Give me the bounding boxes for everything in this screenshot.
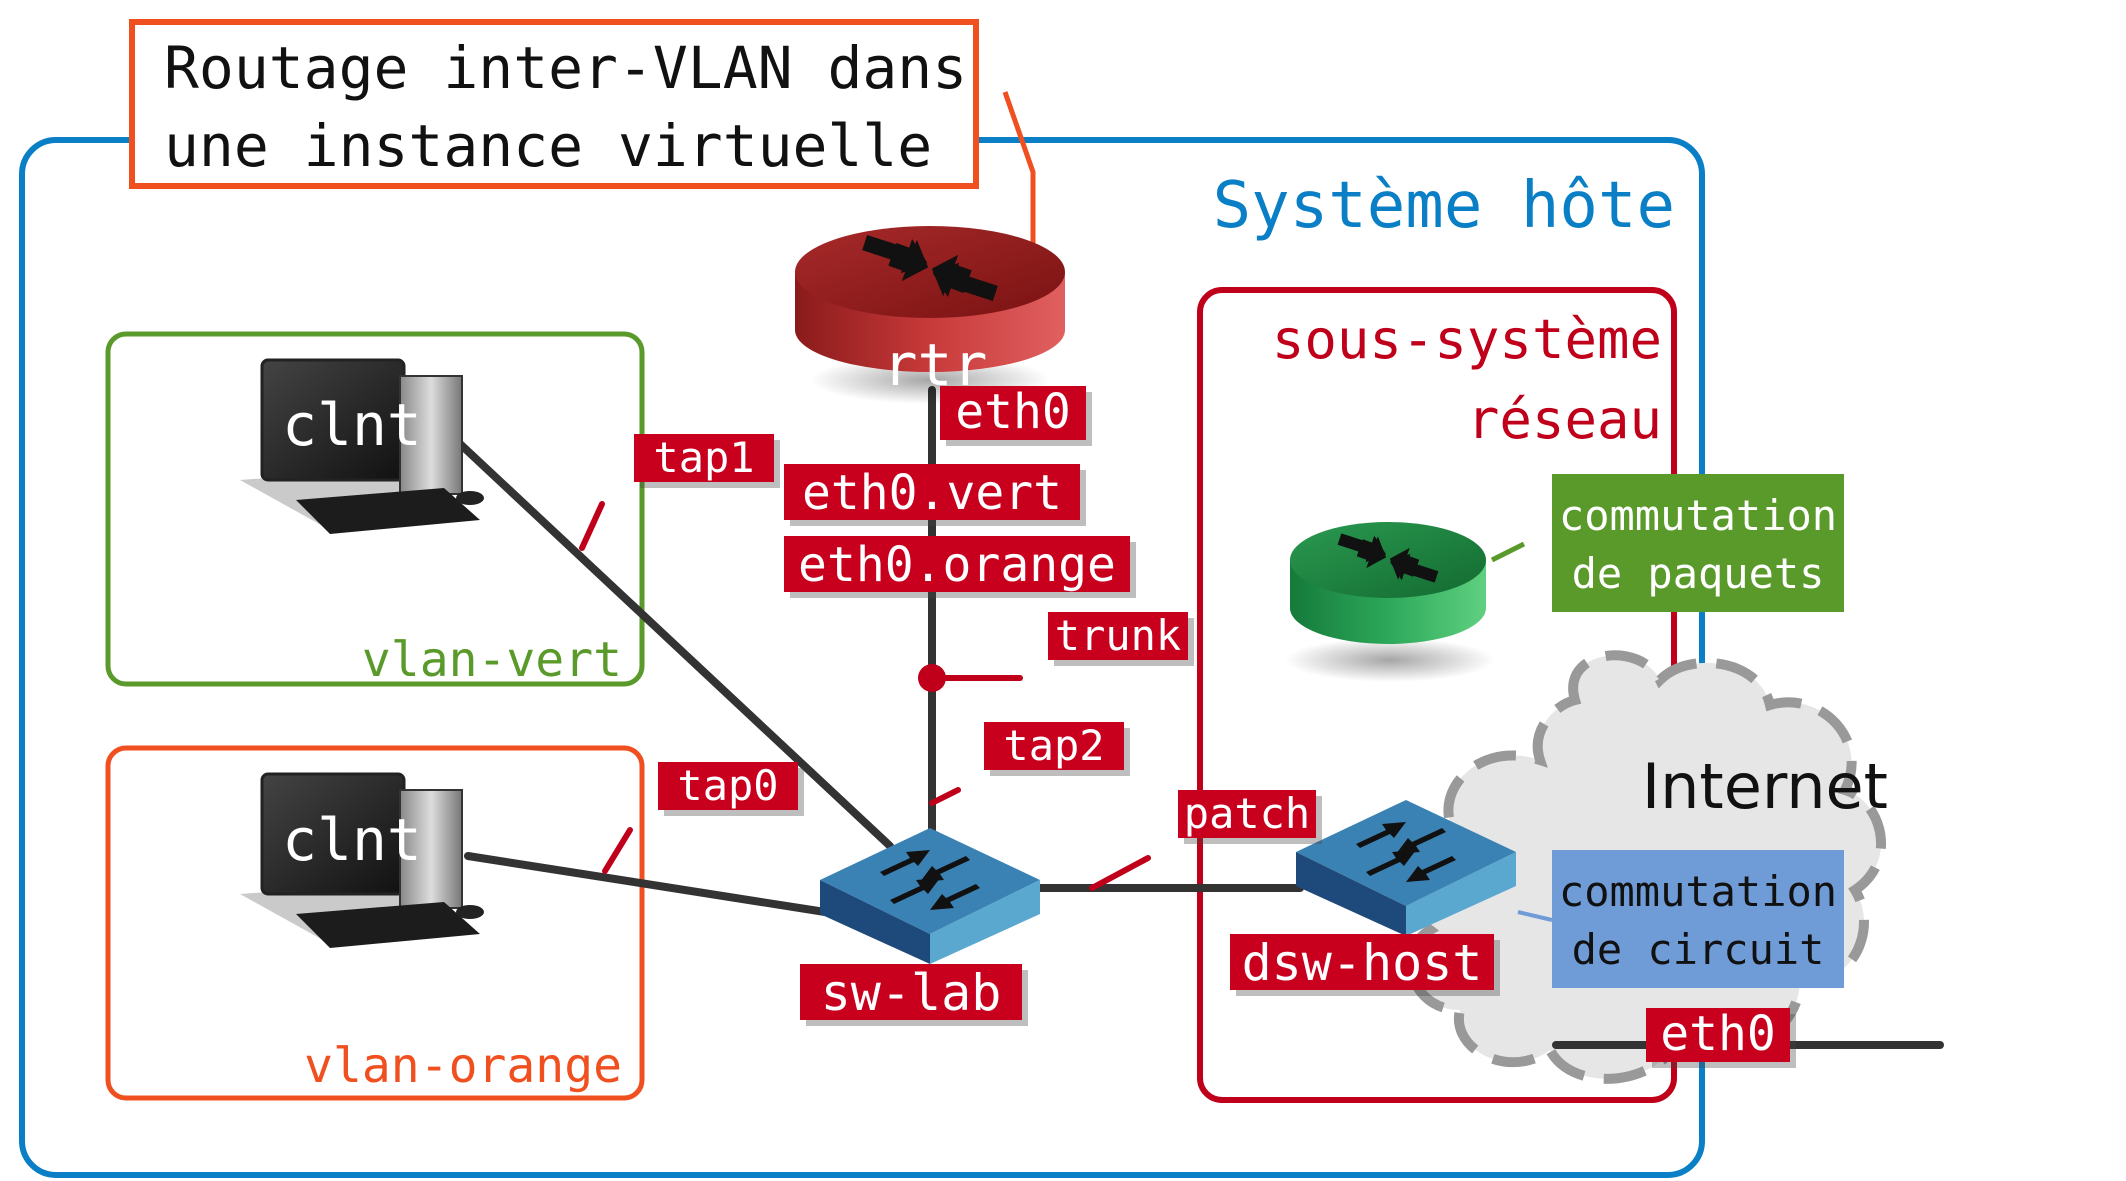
note-circuit-line2: de circuit	[1572, 925, 1825, 974]
tag-trunk-text: trunk	[1055, 611, 1181, 660]
computer-bottom	[240, 772, 484, 948]
tag-eth0-internet: eth0	[1646, 1006, 1796, 1068]
title-line2: une instance virtuelle	[164, 112, 932, 180]
switch-dsw-host	[1296, 800, 1516, 936]
tag-tap1: tap1	[634, 433, 780, 488]
vlan-orange-label: vlan-orange	[304, 1038, 622, 1094]
tag-sw-lab-text: sw-lab	[821, 964, 1002, 1022]
tag-eth0-orange: eth0.orange	[784, 536, 1136, 598]
title-line1: Routage inter-VLAN dans	[164, 34, 967, 102]
note-packet-line2: de paquets	[1572, 549, 1825, 598]
tag-eth0-rtr: eth0	[940, 384, 1092, 446]
router-arrows-icon	[862, 234, 998, 302]
tag-dsw-host-text: dsw-host	[1242, 934, 1483, 992]
computer-top	[240, 358, 484, 534]
tag-eth0-internet-text: eth0	[1660, 1006, 1776, 1062]
tag-patch: patch	[1178, 789, 1322, 844]
note-packet-switching: commutation de paquets	[1552, 474, 1844, 612]
tag-eth0-vert-text: eth0.vert	[802, 465, 1062, 521]
tag-dsw-host: dsw-host	[1230, 934, 1500, 996]
trunk-junction	[918, 664, 946, 692]
tag-eth0-orange-text: eth0.orange	[798, 537, 1116, 593]
internet-label: Internet	[1642, 750, 1888, 823]
tag-sw-lab: sw-lab	[800, 964, 1028, 1026]
router-packet-switching	[1285, 522, 1495, 682]
tag-tap0-text: tap0	[677, 761, 778, 810]
switch-sw-lab	[820, 828, 1040, 964]
tag-tap1-text: tap1	[653, 433, 754, 482]
tag-trunk: trunk	[1048, 611, 1194, 666]
tag-tap0: tap0	[658, 761, 804, 816]
note-circuit-line1: commutation	[1559, 867, 1837, 916]
note-circuit-switching: commutation de circuit	[1552, 850, 1844, 988]
client-top-label: clnt	[282, 391, 422, 459]
vlan-orange-box	[105, 745, 645, 1101]
tag-eth0-rtr-text: eth0	[955, 384, 1071, 440]
router-arrows-icon-green	[1337, 533, 1439, 583]
subsystem-label-line2: réseau	[1467, 388, 1662, 451]
tag-tap2: tap2	[984, 721, 1130, 776]
cable-clnt-top-swlab	[454, 438, 894, 850]
router-rtr	[795, 226, 1065, 404]
vlan-vert-box	[105, 331, 645, 687]
tag-pointers	[579, 501, 1151, 891]
tag-patch-text: patch	[1184, 789, 1310, 838]
switch-arrows-icon	[1356, 822, 1456, 882]
circuit-note-pointer	[1517, 910, 1553, 922]
note-packet-line1: commutation	[1559, 491, 1837, 540]
tag-tap2-text: tap2	[1003, 721, 1104, 770]
cable-clnt-bottom-swlab	[464, 852, 829, 916]
client-bottom-label: clnt	[282, 806, 422, 874]
packet-note-pointer	[1490, 541, 1526, 563]
subsystem-label-line1: sous-système	[1272, 308, 1662, 371]
vlan-vert-label: vlan-vert	[362, 632, 622, 688]
title-box	[129, 19, 979, 189]
tag-eth0-vert: eth0.vert	[784, 464, 1086, 526]
host-system-label: Système hôte	[1213, 169, 1675, 243]
switch-arrows-icon	[880, 850, 980, 910]
